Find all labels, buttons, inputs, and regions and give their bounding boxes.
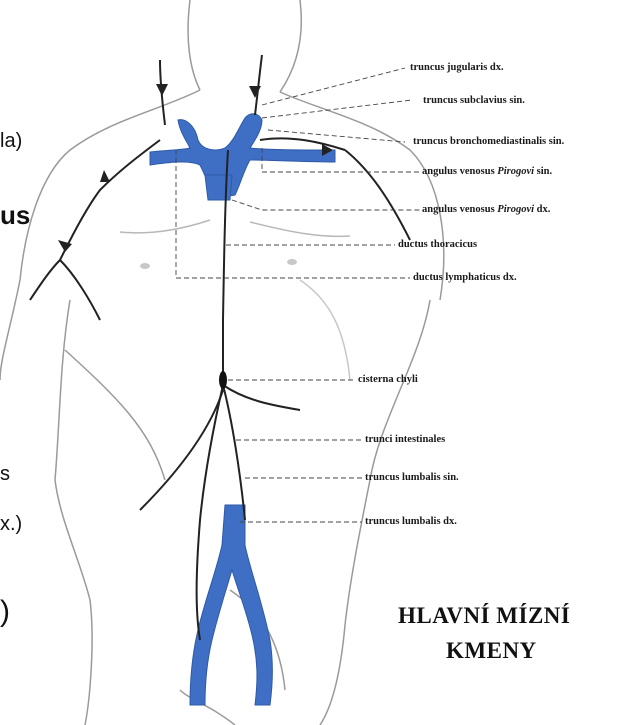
label-angulus-venosus-dx: angulus venosus Pirogovi dx. xyxy=(422,204,550,215)
label-ductus-thoracicus: ductus thoracicus xyxy=(398,239,477,250)
cropped-text-1: la) xyxy=(0,130,22,153)
label-cisterna-chyli: cisterna chyli xyxy=(358,374,418,385)
diagram-title-line1: HLAVNÍ MÍZNÍ xyxy=(398,603,570,629)
label-angulus-venosus-sin: angulus venosus Pirogovi sin. xyxy=(422,166,552,177)
angulus-sin-name: Pirogovi xyxy=(497,166,534,177)
angulus-sin-prefix: angulus venosus xyxy=(422,166,495,177)
body-outline xyxy=(0,0,444,725)
cisterna-chyli-node xyxy=(219,371,227,389)
cropped-text-2: us xyxy=(0,200,30,231)
diagram-title-line2: KMENY xyxy=(446,638,537,664)
angulus-dx-suffix: dx. xyxy=(537,204,551,215)
veins-lower xyxy=(190,505,272,705)
label-truncus-lumbalis-dx: truncus lumbalis dx. xyxy=(365,516,457,527)
arrowheads xyxy=(58,84,333,252)
angulus-dx-name: Pirogovi xyxy=(497,204,534,215)
label-trunci-intestinales: trunci intestinales xyxy=(365,434,445,445)
cropped-text-4: x.) xyxy=(0,513,22,536)
cropped-text-3: s xyxy=(0,463,10,486)
nipple-marks xyxy=(140,259,297,269)
label-truncus-bronchomediastinalis: truncus bronchomediastinalis sin. xyxy=(413,136,564,147)
label-truncus-subclavius: truncus subclavius sin. xyxy=(423,95,525,106)
leader-lines xyxy=(176,68,420,522)
label-ductus-lymphaticus: ductus lymphaticus dx. xyxy=(413,272,517,283)
label-truncus-lumbalis-sin: truncus lumbalis sin. xyxy=(365,472,459,483)
angulus-dx-prefix: angulus venosus xyxy=(422,204,495,215)
veins-upper xyxy=(150,114,335,200)
label-truncus-jugularis: truncus jugularis dx. xyxy=(410,62,504,73)
angulus-sin-suffix: sin. xyxy=(537,166,552,177)
cropped-text-5: ) xyxy=(0,595,10,629)
